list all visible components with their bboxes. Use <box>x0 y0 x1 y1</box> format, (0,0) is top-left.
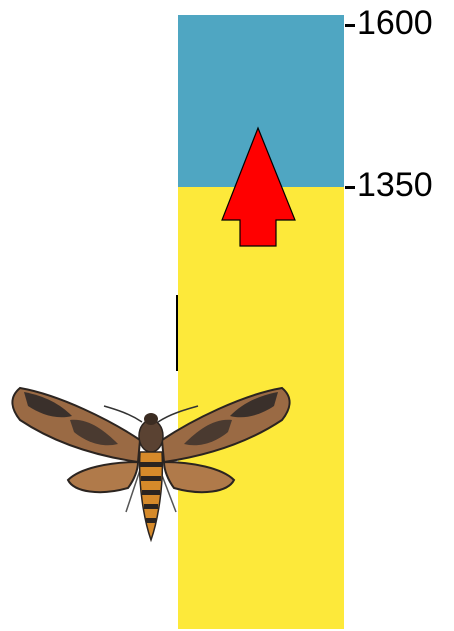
up-arrow-icon <box>222 128 295 246</box>
moth-icon <box>12 388 289 540</box>
